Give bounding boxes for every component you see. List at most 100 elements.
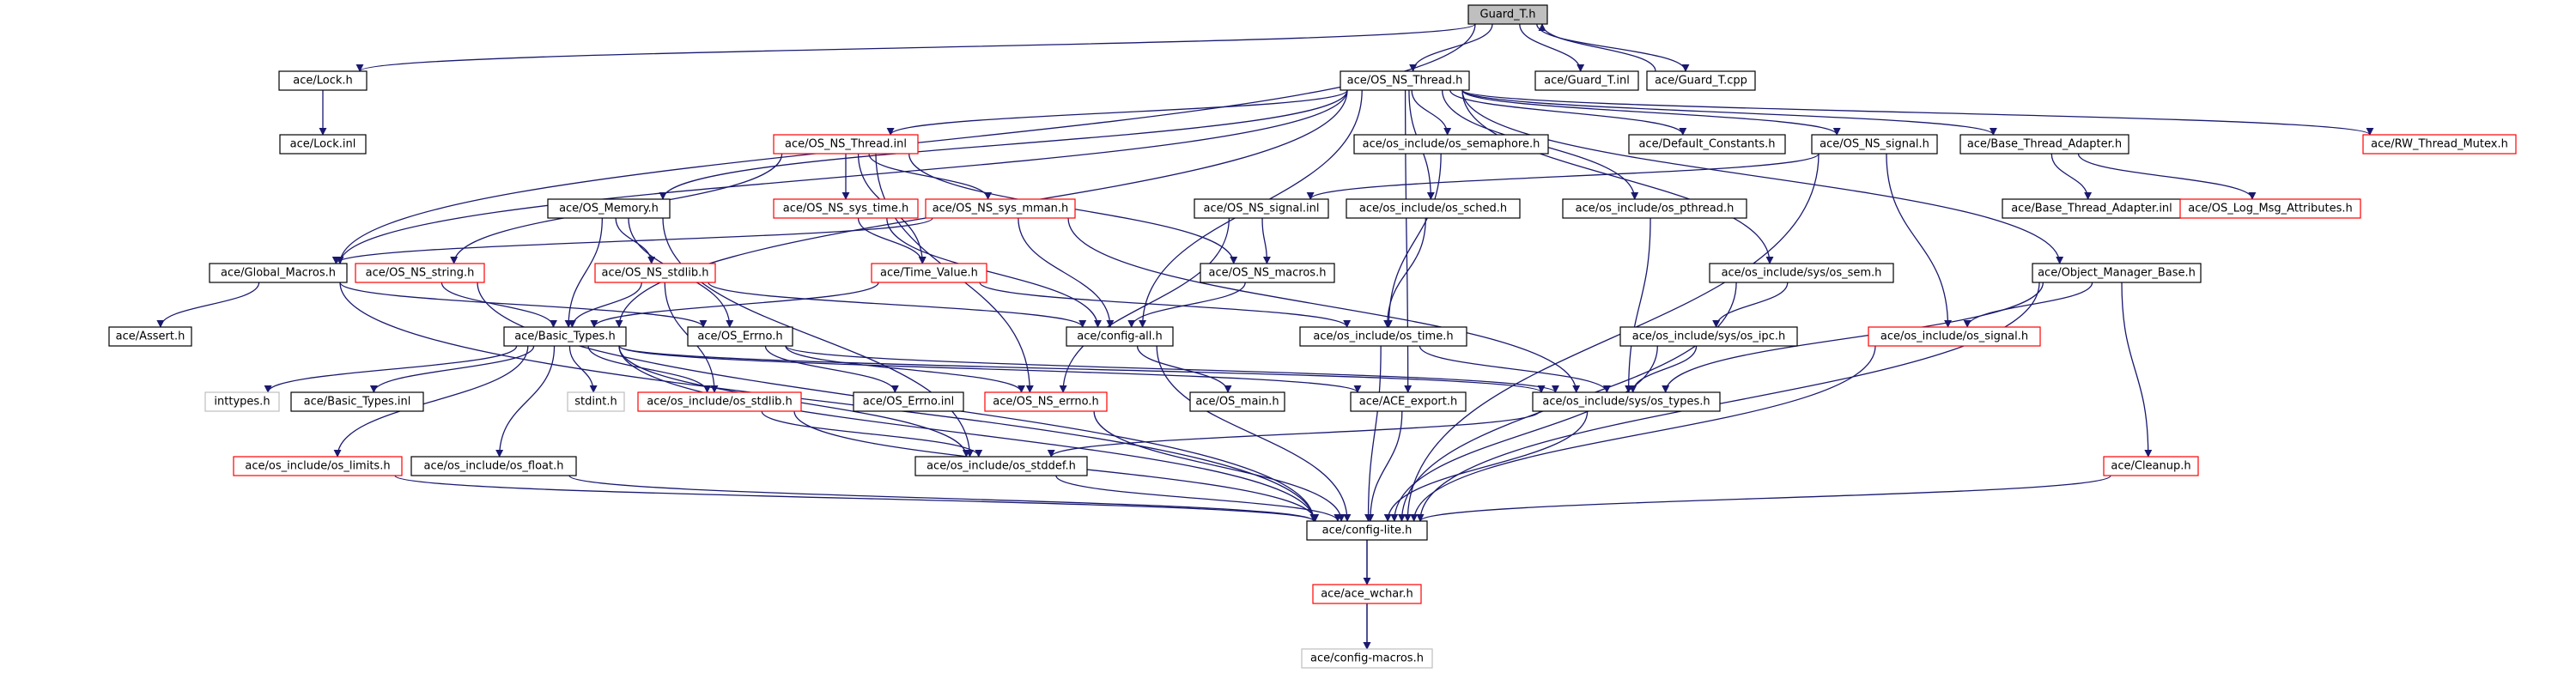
node-os-errno-h[interactable]: ace/OS_Errno.h	[687, 326, 793, 347]
node-os-errno-inl[interactable]: ace/OS_Errno.inl	[853, 391, 964, 412]
edge-os-pthread-h-to-sys-os-types-h	[1625, 217, 1651, 393]
node-box	[1200, 263, 1335, 283]
node-cleanup-h[interactable]: ace/Cleanup.h	[2103, 456, 2199, 476]
node-os-float-h[interactable]: ace/os_include/os_float.h	[410, 456, 577, 476]
node-os-ns-signal-h[interactable]: ace/OS_NS_signal.h	[1811, 134, 1938, 155]
node-label: ace/Object_Manager_Base.h	[2038, 267, 2196, 280]
node-object-manager-base-h[interactable]: ace/Object_Manager_Base.h	[2032, 263, 2202, 283]
edge-line	[764, 345, 899, 393]
node-os-stddef-h[interactable]: ace/os_include/os_stddef.h	[914, 456, 1088, 476]
edge-line	[1306, 153, 1820, 200]
edge-os-ns-signal-h-to-os-signal-h	[1886, 153, 1953, 328]
edge-os-ns-macros-h-to-config-all-h	[1127, 282, 1246, 328]
node-os-ns-thread-inl[interactable]: ace/OS_NS_Thread.inl	[773, 134, 919, 155]
edge-guard-t-h-to-guard-t-inl	[1519, 23, 1585, 72]
edge-os-ns-thread-inl-to-os-ns-sys-mman-h	[868, 153, 993, 200]
node-label: ace/OS_Memory.h	[559, 203, 659, 215]
node-os-log-msg-attributes-h[interactable]: ace/OS_Log_Msg_Attributes.h	[2179, 198, 2361, 219]
node-label: ace/Guard_T.inl	[1544, 75, 1630, 88]
node-default-constants-h[interactable]: ace/Default_Constants.h	[1628, 134, 1786, 155]
edge-time-value-h-to-os-time-h	[979, 282, 1352, 328]
node-lock-h[interactable]: ace/Lock.h	[278, 70, 368, 91]
node-basic-types-h[interactable]: ace/Basic_Types.h	[503, 326, 627, 347]
edge-os-ns-stdlib-h-to-config-all-h	[708, 282, 1087, 328]
node-os-ns-string-h[interactable]: ace/OS_NS_string.h	[355, 263, 485, 283]
node-os-time-h[interactable]: ace/os_include/os_time.h	[1299, 326, 1467, 347]
edge-os-sched-h-to-os-time-h	[1383, 217, 1426, 328]
edge-os-ns-signal-h-to-os-ns-signal-inl	[1306, 153, 1820, 200]
node-inttypes-h[interactable]: inttypes.h	[204, 391, 280, 412]
node-box	[1340, 70, 1470, 91]
node-rw-thread-mutex-h[interactable]: ace/RW_Thread_Mutex.h	[2362, 134, 2517, 155]
node-os-ns-signal-inl[interactable]: ace/OS_NS_signal.inl	[1194, 198, 1329, 219]
node-label: ace/Basic_Types.h	[514, 330, 615, 343]
node-config-macros-h[interactable]: ace/config-macros.h	[1301, 648, 1433, 669]
edge-os-memory-h-to-os-stddef-h	[662, 217, 974, 458]
node-label: ace/OS_NS_Thread.inl	[785, 138, 907, 151]
edge-line	[394, 475, 1318, 522]
node-sys-os-ipc-h[interactable]: ace/os_include/sys/os_ipc.h	[1619, 326, 1798, 347]
edge-base-thread-adapter-h-to-os-log-msg-attributes-h	[2077, 153, 2257, 200]
edge-os-stdlib-h-to-os-stddef-h	[761, 410, 983, 458]
node-os-ns-macros-h[interactable]: ace/OS_NS_macros.h	[1200, 263, 1335, 283]
edge-line	[156, 282, 260, 328]
node-box	[410, 456, 577, 476]
edge-line	[1449, 89, 1687, 136]
node-os-ns-sys-time-h[interactable]: ace/OS_NS_sys_time.h	[773, 198, 919, 219]
node-base-thread-adapter-h[interactable]: ace/Base_Thread_Adapter.h	[1959, 134, 2129, 155]
edge-os-ns-thread-h-to-sys-os-sem-h	[1461, 89, 1774, 264]
node-os-ns-thread-h[interactable]: ace/OS_NS_Thread.h	[1340, 70, 1470, 91]
node-label: ace/OS_NS_sys_time.h	[783, 203, 908, 215]
node-base-thread-adapter-inl[interactable]: ace/Base_Thread_Adapter.inl	[2002, 198, 2182, 219]
node-guard-t-cpp[interactable]: ace/Guard_T.cpp	[1646, 70, 1756, 91]
node-os-main-h[interactable]: ace/OS_main.h	[1189, 391, 1285, 412]
edge-line	[659, 89, 1348, 200]
node-basic-types-inl[interactable]: ace/Basic_Types.inl	[290, 391, 424, 412]
node-config-all-h[interactable]: ace/config-all.h	[1066, 326, 1174, 347]
edge-line	[1461, 89, 2374, 136]
node-ace-wchar-h[interactable]: ace/ace_wchar.h	[1312, 584, 1422, 604]
node-label: ace/Global_Macros.h	[221, 267, 336, 280]
edge-basic-types-h-to-os-limits-h	[333, 345, 529, 458]
edge-os-ns-signal-inl-to-os-ns-errno-h	[1059, 217, 1230, 393]
node-box	[1346, 198, 1521, 219]
node-os-limits-h[interactable]: ace/os_include/os_limits.h	[233, 456, 403, 476]
edge-line	[1055, 475, 1342, 522]
node-assert-h[interactable]: ace/Assert.h	[108, 326, 192, 347]
edge-line	[1461, 89, 2064, 264]
node-guard-t-inl[interactable]: ace/Guard_T.inl	[1534, 70, 1639, 91]
node-box	[1868, 326, 2041, 347]
node-label: ace/OS_NS_errno.h	[993, 396, 1099, 409]
node-stdint-h[interactable]: stdint.h	[567, 391, 625, 412]
edge-line	[868, 153, 993, 200]
node-os-pthread-h[interactable]: ace/os_include/os_pthread.h	[1562, 198, 1747, 219]
node-os-sched-h[interactable]: ace/os_include/os_sched.h	[1346, 198, 1521, 219]
node-sys-os-sem-h[interactable]: ace/os_include/sys/os_sem.h	[1709, 263, 1894, 283]
node-box	[1350, 391, 1467, 412]
node-box	[871, 263, 987, 283]
edge-line	[1366, 410, 1403, 522]
edge-line	[1419, 345, 1611, 393]
node-box	[773, 134, 919, 155]
edge-line	[440, 282, 557, 328]
node-guard-t-h[interactable]: Guard_T.h	[1467, 4, 1548, 25]
node-os-ns-errno-h[interactable]: ace/OS_NS_errno.h	[984, 391, 1108, 412]
edge-line	[339, 282, 708, 328]
node-box	[853, 391, 964, 412]
node-os-ns-sys-mman-h[interactable]: ace/OS_NS_sys_mman.h	[925, 198, 1076, 219]
node-config-lite-h[interactable]: ace/config-lite.h	[1306, 520, 1428, 541]
edge-os-signal-h-to-config-lite-h	[1410, 345, 1876, 522]
node-os-ns-stdlib-h[interactable]: ace/OS_NS_stdlib.h	[594, 263, 716, 283]
node-lock-inl[interactable]: ace/Lock.inl	[279, 134, 367, 155]
node-ace-export-h[interactable]: ace/ACE_export.h	[1350, 391, 1467, 412]
node-sys-os-types-h[interactable]: ace/os_include/sys/os_types.h	[1532, 391, 1721, 412]
edge-line	[1886, 153, 1953, 328]
node-os-semaphore-h[interactable]: ace/os_include/os_semaphore.h	[1353, 134, 1549, 155]
node-global-macros-h[interactable]: ace/Global_Macros.h	[209, 263, 348, 283]
node-time-value-h[interactable]: ace/Time_Value.h	[871, 263, 987, 283]
edge-line	[1416, 475, 2111, 522]
node-label: ace/Lock.inl	[290, 138, 356, 151]
node-os-stdlib-h[interactable]: ace/os_include/os_stdlib.h	[637, 391, 802, 412]
node-os-signal-h[interactable]: ace/os_include/os_signal.h	[1868, 326, 2041, 347]
node-os-memory-h[interactable]: ace/OS_Memory.h	[547, 198, 671, 219]
